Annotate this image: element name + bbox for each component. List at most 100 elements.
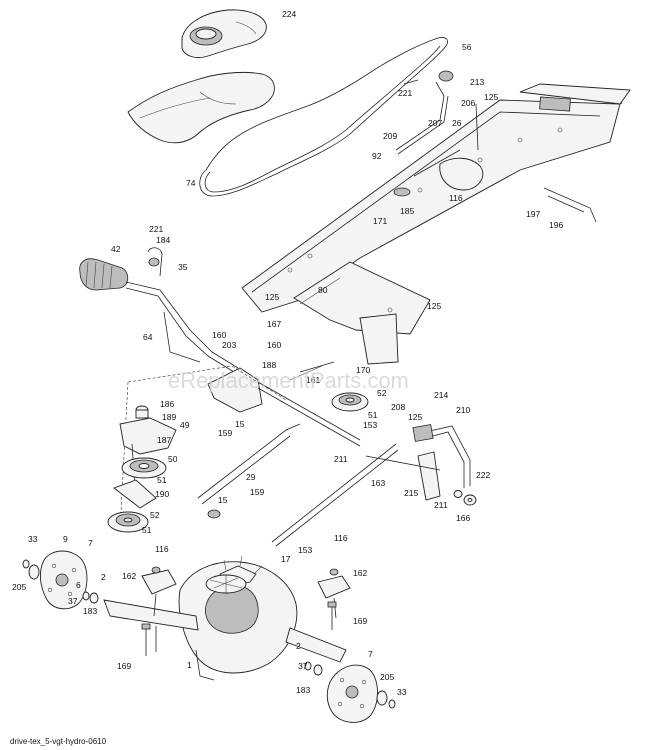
callout-159a: 159 — [218, 428, 232, 438]
fender-cover-224 — [181, 9, 267, 59]
callout-116b: 116 — [155, 544, 169, 554]
callout-6: 6 — [76, 580, 81, 590]
hub-hardware-left — [22, 559, 99, 604]
callout-183b: 183 — [296, 685, 310, 695]
callout-29: 29 — [246, 472, 256, 482]
callout-197: 197 — [526, 209, 540, 219]
callout-185: 185 — [400, 206, 414, 216]
wheel-hub-7-left — [39, 550, 88, 610]
pulley-52-right — [331, 392, 369, 412]
callout-162a: 162 — [122, 571, 136, 581]
callout-169b: 169 — [117, 661, 131, 671]
callout-7b: 7 — [368, 649, 373, 659]
callout-211b: 211 — [434, 500, 448, 510]
seat-pan-part — [127, 71, 275, 144]
callout-166: 166 — [456, 513, 470, 523]
callout-163: 163 — [371, 478, 385, 488]
callout-2b: 2 — [296, 641, 301, 651]
callout-186: 186 — [160, 399, 174, 409]
callout-162b: 162 — [353, 568, 367, 578]
callout-208: 208 — [391, 402, 405, 412]
bolts-169 — [141, 601, 337, 656]
bracket-162-right — [317, 568, 351, 619]
brake-pedal-210 — [365, 424, 471, 501]
callout-125d: 125 — [408, 412, 422, 422]
wheel-hub-7-right — [326, 664, 378, 723]
callout-9: 9 — [63, 534, 68, 544]
callout-42: 42 — [111, 244, 121, 254]
callout-49: 49 — [180, 420, 190, 430]
hub-hardware-right — [304, 661, 396, 709]
callout-205b: 205 — [380, 672, 394, 682]
lever-209 — [395, 70, 484, 191]
callout-171: 171 — [373, 216, 387, 226]
callout-184: 184 — [156, 235, 170, 245]
callout-210: 210 — [456, 405, 470, 415]
spacer-186 — [135, 405, 149, 419]
diagram-caption: drive-tex_5-vgt-hydro-0610 — [10, 737, 107, 746]
callout-189: 189 — [162, 412, 176, 422]
callout-207: 207 — [428, 118, 442, 128]
callout-188: 188 — [262, 360, 276, 370]
callout-161: 161 — [306, 375, 320, 385]
callout-116c: 116 — [334, 533, 348, 543]
callout-125b: 125 — [265, 292, 279, 302]
callout-35: 35 — [178, 262, 188, 272]
callout-203: 203 — [222, 340, 236, 350]
callout-222: 222 — [476, 470, 490, 480]
callout-52b: 52 — [150, 510, 160, 520]
callout-214: 214 — [434, 390, 448, 400]
transaxle-1 — [103, 555, 347, 681]
callout-17: 17 — [281, 554, 291, 564]
callout-51b: 51 — [157, 475, 167, 485]
callout-56: 56 — [462, 42, 472, 52]
callout-33a: 33 — [28, 534, 38, 544]
callout-125a: 125 — [484, 92, 498, 102]
rod-163 — [271, 443, 399, 547]
frame-plate-80 — [293, 261, 431, 365]
reference-outline — [119, 365, 287, 531]
callout-160b: 160 — [267, 340, 281, 350]
callout-37b: 37 — [298, 661, 308, 671]
callout-183a: 183 — [83, 606, 97, 616]
callout-169a: 169 — [353, 616, 367, 626]
callout-205a: 205 — [12, 582, 26, 592]
callout-51a: 51 — [368, 410, 378, 420]
callout-159b: 159 — [250, 487, 264, 497]
callout-153a: 153 — [363, 420, 377, 430]
bracket-162-left — [141, 566, 177, 617]
callout-125c: 125 — [427, 301, 441, 311]
pedal-rod-35 — [125, 247, 239, 373]
callout-1: 1 — [187, 660, 192, 670]
callout-187: 187 — [157, 435, 171, 445]
callout-170: 170 — [356, 365, 370, 375]
main-frame — [241, 83, 631, 313]
callout-221: 221 — [398, 88, 412, 98]
washer-222 — [453, 490, 477, 506]
callout-74: 74 — [186, 178, 196, 188]
pivot-bracket-188 — [207, 361, 361, 447]
callout-80: 80 — [318, 285, 328, 295]
rod-29 — [197, 423, 301, 519]
watermark-text: eReplacementParts.com — [168, 368, 409, 393]
callout-50: 50 — [168, 454, 178, 464]
fan-6 — [205, 574, 247, 594]
callout-37a: 37 — [68, 596, 78, 606]
callout-2a: 2 — [101, 572, 106, 582]
drive-belt — [199, 37, 448, 197]
callout-215: 215 — [404, 488, 418, 498]
callout-26: 26 — [452, 118, 462, 128]
callout-213: 213 — [470, 77, 484, 87]
callout-64: 64 — [143, 332, 153, 342]
callout-15a: 15 — [235, 419, 245, 429]
callout-15b: 15 — [218, 495, 228, 505]
callout-153b: 153 — [298, 545, 312, 555]
callout-52a: 52 — [377, 388, 387, 398]
callout-167: 167 — [267, 319, 281, 329]
callout-221b: 221 — [149, 224, 163, 234]
pulley-52-left — [107, 511, 149, 533]
callout-33b: 33 — [397, 687, 407, 697]
rod-197 — [543, 187, 597, 223]
